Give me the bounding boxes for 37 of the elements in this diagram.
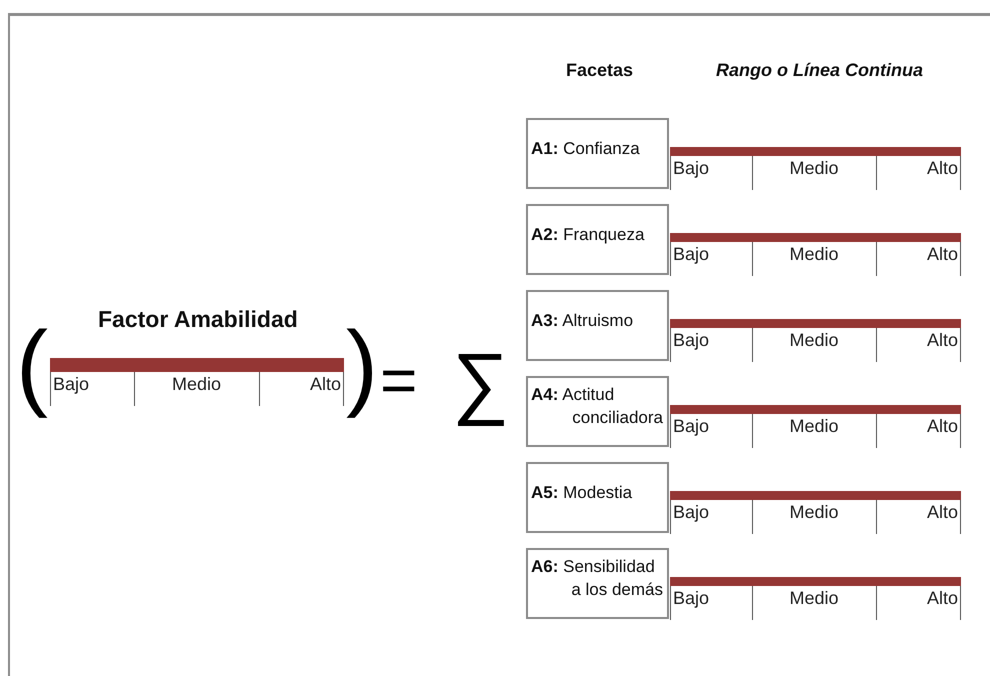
column-heading: Rango o Línea Continua xyxy=(716,60,923,81)
facet-label: A5: Modestia xyxy=(531,482,632,504)
scale-label: Bajo xyxy=(673,158,710,179)
scale-label: Bajo xyxy=(53,374,90,395)
scale-label: Medio xyxy=(789,588,839,609)
scale-label: Alto xyxy=(926,330,958,351)
facet-label: A3: Altruismo xyxy=(531,310,634,332)
facet-label: A6: Sensibilidad a los demás xyxy=(531,556,663,601)
scale-label: Alto xyxy=(926,244,958,265)
scale-label: Medio xyxy=(172,374,222,395)
facet-box xyxy=(526,204,669,275)
scale-label: Bajo xyxy=(673,502,710,523)
scale-label: Bajo xyxy=(673,416,710,437)
facet-box xyxy=(526,548,669,619)
facet-box xyxy=(526,118,669,189)
scale-label: Medio xyxy=(789,330,839,351)
scale-label: Alto xyxy=(926,416,958,437)
scale-label: Medio xyxy=(789,244,839,265)
scale-label: Medio xyxy=(789,158,839,179)
factor-title: Factor Amabilidad xyxy=(98,306,298,333)
scale-label: Bajo xyxy=(673,330,710,351)
scale-label: Alto xyxy=(926,502,958,523)
equals-sign: = xyxy=(380,348,418,412)
facet-box xyxy=(526,290,669,361)
scale-label: Bajo xyxy=(673,244,710,265)
facet-label: A1: Confianza xyxy=(531,138,640,160)
scale-label: Alto xyxy=(926,588,958,609)
facet-box xyxy=(526,376,669,447)
scale-label: Alto xyxy=(926,158,958,179)
scale-label: Bajo xyxy=(673,588,710,609)
facet-label: A4: Actitud conciliadora xyxy=(531,384,663,429)
column-heading: Facetas xyxy=(566,60,634,81)
scale-label: Medio xyxy=(789,502,839,523)
scale-label: Medio xyxy=(789,416,839,437)
scale-label: Alto xyxy=(310,374,341,395)
facet-box xyxy=(526,462,669,533)
facet-label: A2: Franqueza xyxy=(531,224,644,246)
